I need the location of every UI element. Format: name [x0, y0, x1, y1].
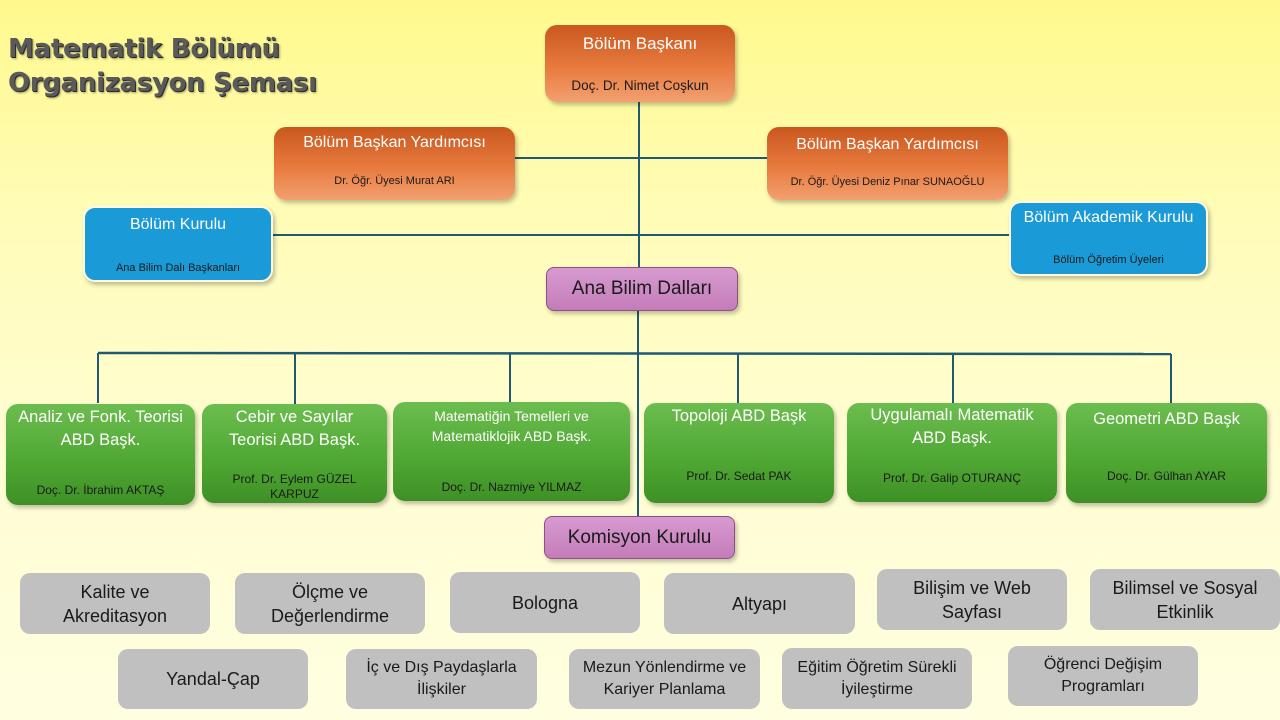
ana-bilim-dallari-label: Ana Bilim Dalları	[571, 278, 713, 299]
department-head: Prof. Dr. Eylem GÜZEL KARPUZ	[232, 472, 357, 501]
chart-title-line-1: Matematik Bölümü	[8, 34, 280, 64]
department-head: Doç. Dr. Gülhan AYAR	[1107, 469, 1226, 483]
department-title: Geometri ABD Başk	[1093, 410, 1240, 428]
chart-title-line-2: Organizasyon Şeması	[8, 68, 317, 98]
ana-bilim-dallari-node[interactable]: Ana Bilim Dalları	[546, 267, 738, 311]
deputy-role: Bölüm Başkan Yardımcısı	[303, 134, 486, 151]
commission-node[interactable]: Eğitim Öğretim Sürekli İyileştirme	[782, 648, 972, 709]
department-head: Doç. Dr. Nazmiye YILMAZ	[441, 480, 582, 494]
head-name: Doç. Dr. Nimet Coşkun	[571, 78, 709, 93]
komisyon-kurulu-label: Komisyon Kurulu	[567, 526, 712, 548]
commission-node[interactable]: Mezun Yönlendirme ve Kariyer Planlama	[569, 649, 760, 709]
commission-node[interactable]: Bilimsel ve Sosyal Etkinlik	[1090, 569, 1280, 630]
department-title: Matematiğin Temelleri ve Matematiklojik …	[431, 408, 592, 444]
commission-label: Öğrenci Değişim Programları	[1043, 656, 1163, 695]
department-title: Uygulamalı Matematik ABD Başk.	[870, 406, 1034, 447]
connector-departments-bus	[97, 351, 1172, 356]
department-node-6[interactable]: Geometri ABD Başk Doç. Dr. Gülhan AYAR	[1066, 403, 1267, 503]
commission-label: Eğitim Öğretim Sürekli İyileştirme	[797, 658, 957, 698]
department-title: Analiz ve Fonk. Teorisi ABD Başk.	[18, 408, 183, 449]
chart-title: Matematik Bölümü Organizasyon Şeması	[8, 32, 317, 100]
commission-label: Altyapı	[731, 593, 788, 614]
commission-node[interactable]: Ölçme ve Değerlendirme	[235, 573, 425, 634]
commission-label: Ölçme ve Değerlendirme	[270, 581, 390, 626]
head-role: Bölüm Başkanı	[582, 34, 698, 53]
head-node[interactable]: Bölüm Başkanı Doç. Dr. Nimet Coşkun	[545, 25, 735, 102]
commission-node[interactable]: Yandal-Çap	[118, 649, 308, 709]
board-members: Bölüm Öğretim Üyeleri	[1053, 254, 1164, 266]
commission-label: Bilişim ve Web Sayfası	[913, 577, 1031, 622]
department-head: Doç. Dr. İbrahim AKTAŞ	[36, 483, 165, 497]
department-node-4[interactable]: Topoloji ABD Başk Prof. Dr. Sedat PAK	[644, 403, 834, 503]
commission-node[interactable]: İç ve Dış Paydaşlarla İlişkiler	[346, 649, 537, 709]
department-head: Prof. Dr. Sedat PAK	[686, 469, 792, 483]
komisyon-kurulu-node[interactable]: Komisyon Kurulu	[544, 516, 735, 559]
board-title: Bölüm Kurulu	[129, 216, 227, 233]
deputy-role: Bölüm Başkan Yardımcısı	[796, 136, 979, 153]
commission-node[interactable]: Bologna	[450, 572, 640, 633]
board-title: Bölüm Akademik Kurulu	[1023, 209, 1194, 226]
department-node-2[interactable]: Cebir ve Sayılar Teorisi ABD Başk. Prof.…	[202, 404, 387, 503]
commission-node[interactable]: Bilişim ve Web Sayfası	[877, 569, 1067, 630]
department-node-3[interactable]: Matematiğin Temelleri ve Matematiklojik …	[393, 402, 630, 501]
deputy-node-2[interactable]: Bölüm Başkan Yardımcısı Dr. Öğr. Üyesi D…	[767, 127, 1008, 200]
deputy-name: Dr. Öğr. Üyesi Deniz Pınar SUNAOĞLU	[790, 176, 985, 188]
commission-node[interactable]: Kalite ve Akreditasyon	[20, 573, 210, 634]
board-members: Ana Bilim Dalı Başkanları	[115, 262, 241, 274]
department-node-1[interactable]: Analiz ve Fonk. Teorisi ABD Başk. Doç. D…	[6, 404, 195, 505]
commission-node[interactable]: Öğrenci Değişim Programları	[1008, 646, 1198, 706]
board-node-akademik-kurul[interactable]: Bölüm Akademik Kurulu Bölüm Öğretim Üyel…	[1009, 201, 1208, 276]
commission-label: Kalite ve Akreditasyon	[62, 581, 168, 626]
deputy-node-1[interactable]: Bölüm Başkan Yardımcısı Dr. Öğr. Üyesi M…	[274, 127, 515, 200]
department-node-5[interactable]: Uygulamalı Matematik ABD Başk. Prof. Dr.…	[847, 403, 1057, 502]
commission-label: Mezun Yönlendirme ve Kariyer Planlama	[582, 659, 747, 698]
department-head: Prof. Dr. Galip OTURANÇ	[882, 471, 1022, 485]
department-title: Topoloji ABD Başk	[671, 407, 807, 425]
commission-label: Yandal-Çap	[166, 669, 260, 689]
department-title: Cebir ve Sayılar Teorisi ABD Başk.	[228, 408, 361, 449]
board-node-bolum-kurulu[interactable]: Bölüm Kurulu Ana Bilim Dalı Başkanları	[83, 206, 273, 282]
commission-label: Bilimsel ve Sosyal Etkinlik	[1112, 577, 1258, 622]
commission-label: İç ve Dış Paydaşlarla İlişkiler	[366, 659, 517, 698]
commission-node[interactable]: Altyapı	[664, 573, 855, 634]
commission-label: Bologna	[511, 592, 579, 613]
deputy-name: Dr. Öğr. Üyesi Murat ARI	[334, 175, 455, 187]
